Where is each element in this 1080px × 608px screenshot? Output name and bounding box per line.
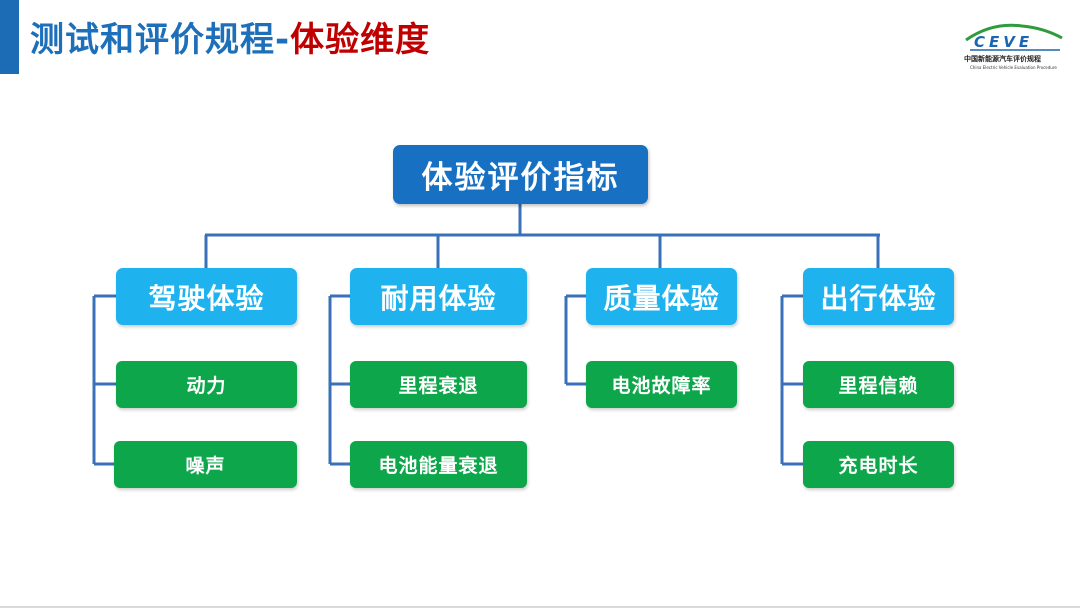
bottom-divider xyxy=(0,606,1080,608)
leaf-battery-failure-rate: 电池故障率 xyxy=(586,361,737,408)
category-travel: 出行体验 xyxy=(803,268,954,325)
title-separator: - xyxy=(275,20,291,60)
leaf-charging-time: 充电时长 xyxy=(803,441,954,488)
logo-subtitle: 中国新能源汽车评价规程 xyxy=(964,55,1041,63)
title-main: 测试和评价规程 xyxy=(30,20,275,60)
leaf-range-reliability: 里程信赖 xyxy=(803,361,954,408)
car-outline-icon xyxy=(965,23,1063,51)
title-sub: 体验维度 xyxy=(290,20,431,60)
page-title: 测试和评价规程-体验维度 xyxy=(30,18,430,62)
leaf-range-decay: 里程衰退 xyxy=(350,361,527,408)
ceve-logo: CEVE 中国新能源汽车评价规程 China Electric Vehicle … xyxy=(962,20,1066,72)
accent-bar xyxy=(0,0,19,74)
category-durability: 耐用体验 xyxy=(350,268,527,325)
logo-text: CEVE xyxy=(974,33,1034,51)
category-quality: 质量体验 xyxy=(586,268,737,325)
leaf-noise: 噪声 xyxy=(114,441,297,488)
leaf-power: 动力 xyxy=(116,361,297,408)
category-driving: 驾驶体验 xyxy=(116,268,297,325)
root-node: 体验评价指标 xyxy=(393,145,648,204)
logo-subtitle-en: China Electric Vehicle Evaluation Proced… xyxy=(970,65,1057,70)
leaf-battery-energy-decay: 电池能量衰退 xyxy=(350,441,527,488)
